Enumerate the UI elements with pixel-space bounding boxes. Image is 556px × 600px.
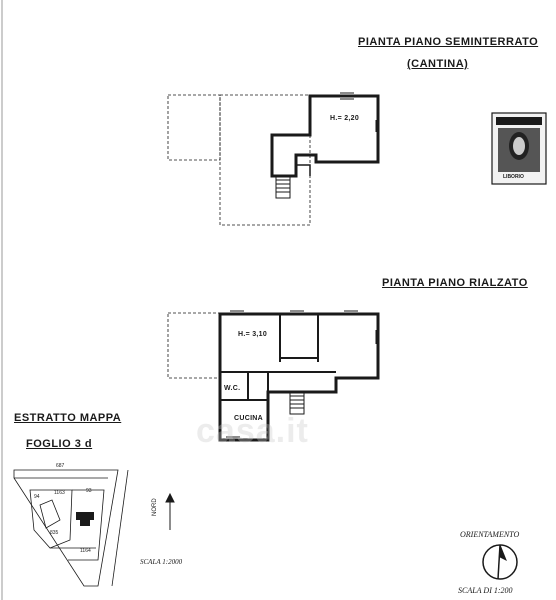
basement-height: H.= 2,20 bbox=[330, 115, 360, 122]
map-building bbox=[76, 512, 94, 526]
north-arrow bbox=[165, 492, 175, 530]
stamp-text: LIBORIO bbox=[503, 174, 524, 180]
map-outline bbox=[13, 469, 119, 587]
basement-title: PIANTA PIANO SEMINTERRATO bbox=[358, 36, 539, 48]
basement-stair bbox=[275, 175, 296, 199]
kitchen-label: CUCINA bbox=[234, 415, 264, 422]
ground-floor-plan bbox=[167, 310, 380, 442]
basement-windows bbox=[340, 92, 377, 132]
wc-label: W.C. bbox=[224, 385, 241, 392]
parcel-835: 835 bbox=[50, 530, 59, 536]
ground-interior-walls bbox=[220, 314, 336, 401]
drawing-scale-label: SCALA DI 1:200 bbox=[458, 586, 513, 595]
ground-dashed-terrace bbox=[167, 312, 221, 379]
map-sheet-label: FOGLIO 3 d bbox=[26, 438, 93, 450]
ground-stair bbox=[289, 391, 305, 415]
ground-floor-title: PIANTA PIANO RIALZATO bbox=[382, 277, 528, 289]
parcel-1163: 1163 bbox=[54, 490, 65, 496]
parcel-1164: 1164 bbox=[80, 548, 91, 554]
basement-walls bbox=[270, 94, 380, 178]
basement-dashed-outline bbox=[167, 94, 311, 226]
map-extract-drawing bbox=[13, 469, 129, 587]
ground-windows bbox=[226, 310, 377, 438]
parcel-687: 687 bbox=[56, 463, 65, 469]
map-extract-title: ESTRATTO MAPPA bbox=[14, 412, 122, 424]
north-label: NORD bbox=[152, 498, 158, 516]
ground-outer-walls bbox=[218, 312, 380, 442]
orientation-compass bbox=[482, 544, 518, 580]
revenue-stamp bbox=[491, 112, 547, 185]
basement-subtitle: (CANTINA) bbox=[407, 58, 469, 70]
basement-plan bbox=[167, 92, 380, 226]
watermark: casa.it bbox=[196, 412, 309, 450]
parcel-94: 94 bbox=[34, 494, 40, 500]
ground-floor-height: H.= 3,10 bbox=[238, 331, 268, 338]
orientation-title: ORIENTAMENTO bbox=[460, 530, 520, 539]
map-scale-label: SCALA 1:2000 bbox=[140, 558, 183, 566]
parcel-93: 93 bbox=[86, 488, 92, 494]
